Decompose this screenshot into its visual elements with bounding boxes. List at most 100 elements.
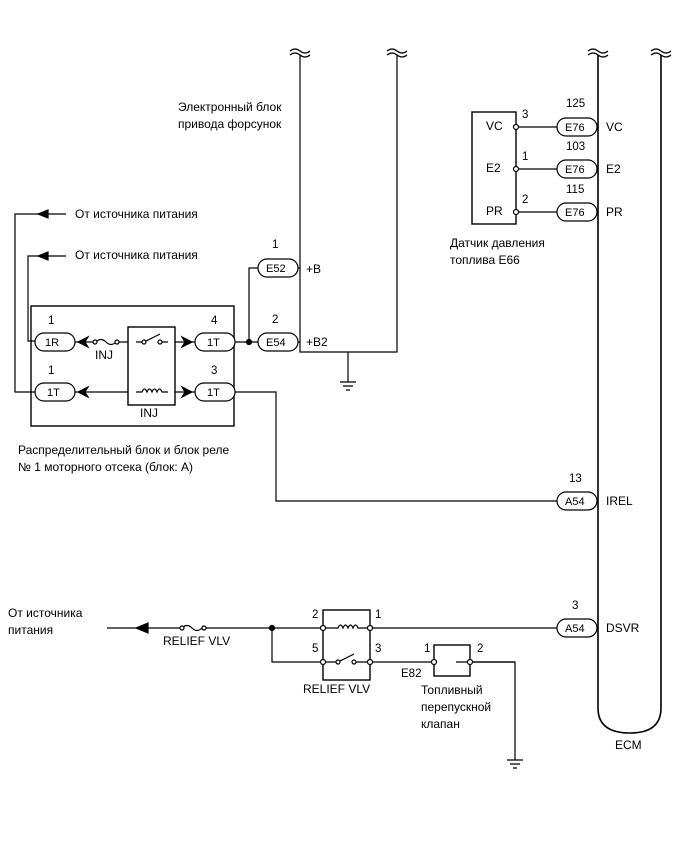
ecu-block-label-2: привода форсунок — [178, 117, 282, 131]
sensor-pin-number-e2: 1 — [522, 151, 528, 163]
valve-label-1: Топливный — [421, 683, 483, 697]
connector-e52: E52 — [257, 258, 299, 278]
relay-pin-4: 4 — [211, 315, 218, 327]
sensor-pin-pr: PR — [486, 204, 503, 218]
sensor-label-1: Датчик давления — [450, 236, 545, 250]
relief-circuit-wires — [107, 609, 557, 769]
ecm-terminal-e2: E2 — [606, 162, 621, 176]
svg-text:E54: E54 — [266, 337, 286, 349]
relay-box-relay — [127, 326, 176, 406]
break-mark-icon — [386, 48, 408, 58]
svg-text:1T: 1T — [207, 387, 220, 399]
relay-fuse-label: INJ — [95, 348, 113, 362]
relay-pin-3: 3 — [211, 365, 217, 377]
relay-box-label-1: Распределительный блок и блок реле — [18, 443, 229, 457]
valve-label-3: клапан — [421, 717, 460, 731]
relief-pin-3: 3 — [375, 643, 381, 655]
arrow-icon — [134, 622, 149, 634]
relay-coil-icon — [136, 388, 168, 394]
bypass-valve-box — [433, 644, 471, 677]
ecu-terminal-b2: +B2 — [306, 335, 328, 349]
svg-text:1R: 1R — [45, 337, 59, 349]
power-label-top: От источника питания — [75, 207, 198, 221]
ecm-label: ECM — [615, 738, 642, 752]
relay-pin-1t-left: 1 — [48, 365, 54, 377]
connector-e76-e2: E76 — [556, 159, 598, 179]
ecm-pin-115: 115 — [566, 184, 584, 196]
e52-pin: 1 — [272, 239, 278, 251]
connector-1t-4: 1T — [194, 332, 236, 352]
relay-box-internals — [75, 326, 195, 406]
relief-pin-2: 2 — [312, 609, 318, 621]
svg-text:A54: A54 — [565, 496, 585, 508]
fuse-icon — [95, 338, 117, 346]
svg-text:1T: 1T — [207, 337, 220, 349]
ecm-pin-103: 103 — [566, 141, 585, 153]
ground-icon — [507, 759, 523, 769]
relay-box-label-2: № 1 моторного отсека (блок: A) — [18, 460, 193, 474]
fuse-icon — [181, 624, 203, 632]
ground-icon — [340, 352, 356, 391]
relief-pin-5: 5 — [312, 643, 318, 655]
connector-a54-irel: A54 — [556, 491, 598, 511]
power-label-left-1: От источника — [8, 606, 83, 620]
connector-e76-vc: E76 — [556, 117, 598, 137]
svg-text:E52: E52 — [266, 263, 286, 275]
fuse-terminal-icon — [92, 339, 98, 345]
relief-fuse-label: RELIEF VLV — [163, 634, 230, 648]
valve-pin-1: 1 — [424, 643, 430, 655]
pin-arrow-icon — [76, 335, 90, 399]
break-mark-icon — [289, 48, 311, 58]
valve-label-2: перепускной — [421, 700, 491, 714]
ecm-pin-13: 13 — [569, 473, 582, 485]
valve-connector-label: E82 — [401, 668, 421, 680]
sensor-label-2: топлива E66 — [450, 253, 520, 267]
sensor-pin-number-vc: 3 — [522, 109, 528, 121]
svg-text:A54: A54 — [565, 623, 585, 635]
relay-to-ecu-wires — [235, 267, 557, 502]
power-label-mid: От источника питания — [75, 248, 198, 262]
arrow-icon — [36, 209, 49, 261]
relief-pin-1: 1 — [375, 609, 381, 621]
relay-box-outline — [30, 305, 235, 427]
svg-text:E76: E76 — [565, 207, 585, 219]
ecu-driver-wires — [289, 48, 408, 391]
break-mark-icon — [650, 48, 672, 58]
fuse-terminal-icon — [114, 339, 120, 345]
relief-relay-switch-icon — [326, 653, 367, 663]
relay-switch-icon — [136, 333, 168, 343]
ecm-terminal-pr: PR — [606, 205, 623, 219]
relay-coil-label: INJ — [140, 406, 158, 420]
pin-arrow-icon — [180, 335, 194, 399]
relief-relay-box — [322, 609, 371, 681]
sensor-pin-e2: E2 — [486, 161, 501, 175]
connector-e54: E54 — [257, 332, 299, 352]
ecm-pin-3: 3 — [572, 600, 578, 612]
relief-relay-label: RELIEF VLV — [303, 682, 370, 696]
connector-1t-3: 1T — [194, 382, 236, 402]
ecu-terminal-b: +B — [306, 262, 321, 276]
ecm-terminal-dsvr: DSVR — [606, 621, 640, 635]
svg-text:1T: 1T — [47, 387, 60, 399]
break-mark-icon — [587, 48, 609, 58]
power-label-left-2: питания — [8, 623, 53, 637]
power-feed-wires — [14, 209, 66, 393]
sensor-pin-number-pr: 2 — [522, 194, 528, 206]
relief-relay-coil-icon — [326, 624, 367, 630]
ecm-terminal-vc: VC — [606, 120, 623, 134]
connector-1t-left: 1T — [34, 382, 76, 402]
e54-pin: 2 — [272, 314, 278, 326]
svg-text:E76: E76 — [565, 164, 585, 176]
ecm-pin-125: 125 — [566, 98, 585, 110]
relay-pin-1r: 1 — [48, 315, 54, 327]
connector-a54-dsvr: A54 — [556, 618, 598, 638]
sensor-pin-vc: VC — [486, 119, 503, 133]
svg-text:E76: E76 — [565, 122, 585, 134]
valve-pin-2: 2 — [477, 643, 483, 655]
ecm-block — [587, 48, 672, 734]
ecm-terminal-irel: IREL — [606, 494, 633, 508]
connector-e76-pr: E76 — [556, 202, 598, 222]
ecu-block-label-1: Электронный блок — [178, 100, 282, 114]
connector-1r: 1R — [34, 332, 76, 352]
